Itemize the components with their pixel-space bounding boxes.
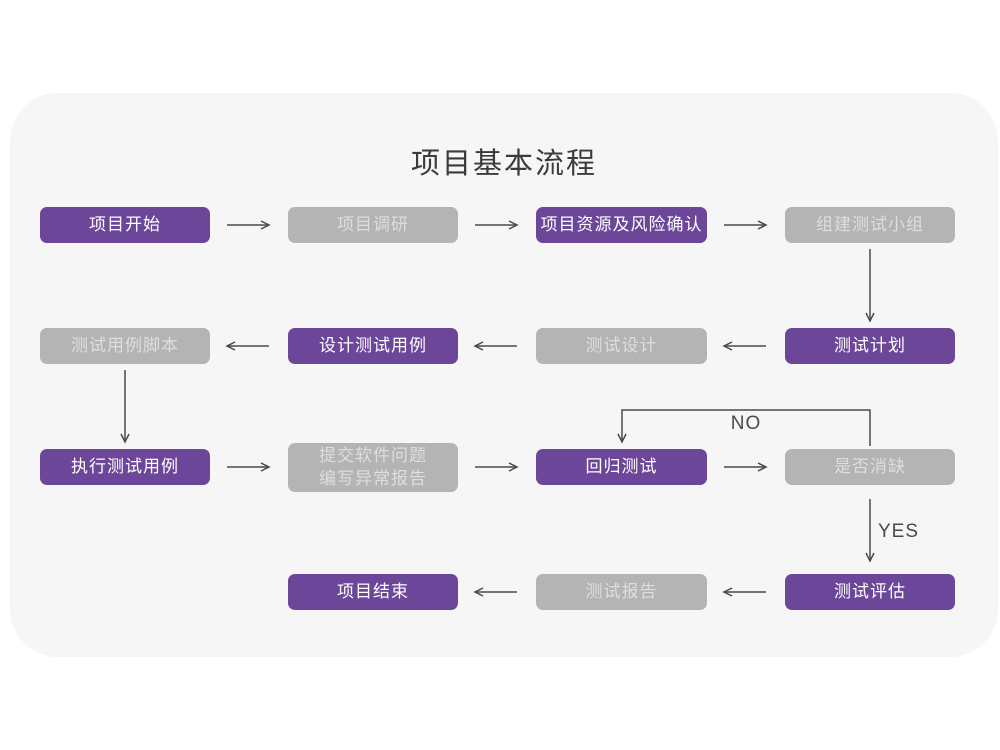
node-label: 测试评估 bbox=[834, 581, 906, 601]
node-test-plan: 测试计划 bbox=[785, 328, 955, 364]
node-execute-test-cases: 执行测试用例 bbox=[40, 449, 210, 485]
node-test-evaluation: 测试评估 bbox=[785, 574, 955, 610]
node-label: 设计测试用例 bbox=[319, 335, 427, 355]
node-label: 是否消缺 bbox=[834, 456, 906, 476]
node-defect-cleared-check: 是否消缺 bbox=[785, 449, 955, 485]
node-project-end: 项目结束 bbox=[288, 574, 458, 610]
node-test-design: 测试设计 bbox=[536, 328, 707, 364]
node-label: 测试计划 bbox=[834, 335, 906, 355]
node-label: 测试报告 bbox=[585, 581, 658, 601]
node-submit-issues-write-report: 提交软件问题 编写异常报告 bbox=[288, 443, 458, 492]
node-label-line2: 编写异常报告 bbox=[319, 468, 427, 488]
node-test-report: 测试报告 bbox=[536, 574, 707, 610]
node-label-line1: 提交软件问题 bbox=[319, 445, 427, 465]
node-label: 组建测试小组 bbox=[816, 214, 924, 234]
node-regression-test: 回归测试 bbox=[536, 449, 707, 485]
node-label: 项目开始 bbox=[89, 214, 161, 234]
node-project-research: 项目调研 bbox=[288, 207, 458, 243]
node-project-start: 项目开始 bbox=[40, 207, 210, 243]
node-label: 项目调研 bbox=[337, 214, 409, 234]
node-label: 测试用例脚本 bbox=[71, 335, 179, 355]
node-label: 测试设计 bbox=[585, 335, 658, 355]
flowchart-card bbox=[10, 93, 998, 657]
node-label: 项目资源及风险确认 bbox=[540, 214, 703, 234]
node-label: 回归测试 bbox=[585, 456, 658, 476]
edge-label-yes: YES bbox=[878, 521, 920, 542]
node-label: 项目结束 bbox=[337, 581, 409, 601]
node-build-test-team: 组建测试小组 bbox=[785, 207, 955, 243]
edge-label-no: NO bbox=[730, 413, 762, 434]
node-design-test-cases: 设计测试用例 bbox=[288, 328, 458, 364]
page-title: 项目基本流程 bbox=[410, 148, 597, 180]
node-test-case-script: 测试用例脚本 bbox=[40, 328, 210, 364]
node-label: 执行测试用例 bbox=[71, 456, 179, 476]
node-resources-risk-confirm: 项目资源及风险确认 bbox=[536, 207, 707, 243]
